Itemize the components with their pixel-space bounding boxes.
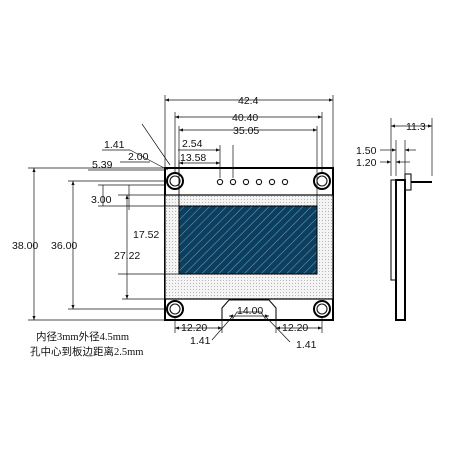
dim-active-height: 27.22 — [114, 250, 140, 262]
note-hole-center: 孔中心到板边距离2.5mm — [30, 345, 143, 358]
dim-flex-width: 14.00 — [237, 305, 263, 317]
dim-pin-offset: 13.58 — [180, 152, 206, 164]
dim-total-width: 42.4 — [238, 95, 259, 107]
dim-angle-left: 1.41 — [190, 335, 211, 347]
flex-cable — [221, 299, 277, 320]
dim-left-offset: 5.39 — [92, 159, 113, 171]
dim-total-height: 38.00 — [12, 240, 38, 252]
display-area — [178, 205, 318, 275]
dim-side-pcb-thickness: 1.50 — [356, 145, 377, 157]
mounting-hole-bottom-left — [166, 300, 184, 318]
dim-bottom-left: 12.20 — [181, 322, 207, 334]
note-hole-spec: 内径3mm外径4.5mm — [36, 330, 129, 343]
dim-hole-spacing-height: 36.00 — [51, 240, 77, 252]
dim-corner-angle: 1.41 — [104, 139, 125, 151]
mounting-hole-top-left — [166, 172, 184, 190]
dim-angle-right: 1.41 — [296, 339, 317, 351]
dim-side-module-thickness: 1.20 — [356, 157, 377, 169]
dim-hole-spacing-width: 40.40 — [232, 112, 258, 124]
front-view — [164, 167, 334, 321]
dim-side-depth: 11.3 — [406, 121, 426, 133]
dim-display-height: 17.52 — [133, 229, 159, 241]
mounting-hole-top-right — [313, 172, 331, 190]
side-view — [380, 118, 433, 321]
dimension-lines — [28, 95, 334, 343]
side-pcb — [395, 179, 406, 321]
dim-hole-top-offset: 2.00 — [128, 151, 149, 163]
dim-bottom-right: 12.20 — [282, 322, 308, 334]
dim-display-top-offset: 3.00 — [91, 194, 112, 206]
dim-display-width: 35.05 — [233, 125, 259, 137]
mounting-hole-bottom-right — [313, 300, 331, 318]
dim-pin-pitch: 2.54 — [182, 138, 203, 150]
labels: 42.4 40.40 35.05 2.54 13.58 1.41 2.00 5.… — [12, 95, 426, 358]
header-pins — [216, 178, 289, 186]
